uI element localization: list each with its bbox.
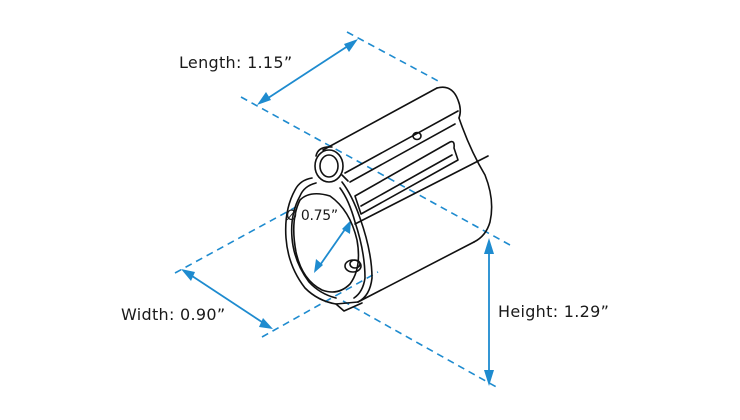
extension-lines: [174, 31, 511, 390]
dimension-lines: [185, 41, 490, 380]
diameter-label: Ø 0.75”: [286, 208, 338, 224]
arrowheads: [181, 39, 494, 386]
height-label: Height: 1.29”: [498, 302, 610, 321]
length-label: Length: 1.15”: [179, 53, 293, 72]
gas-block-body: [284, 86, 493, 312]
width-label: Width: 0.90”: [121, 305, 226, 324]
